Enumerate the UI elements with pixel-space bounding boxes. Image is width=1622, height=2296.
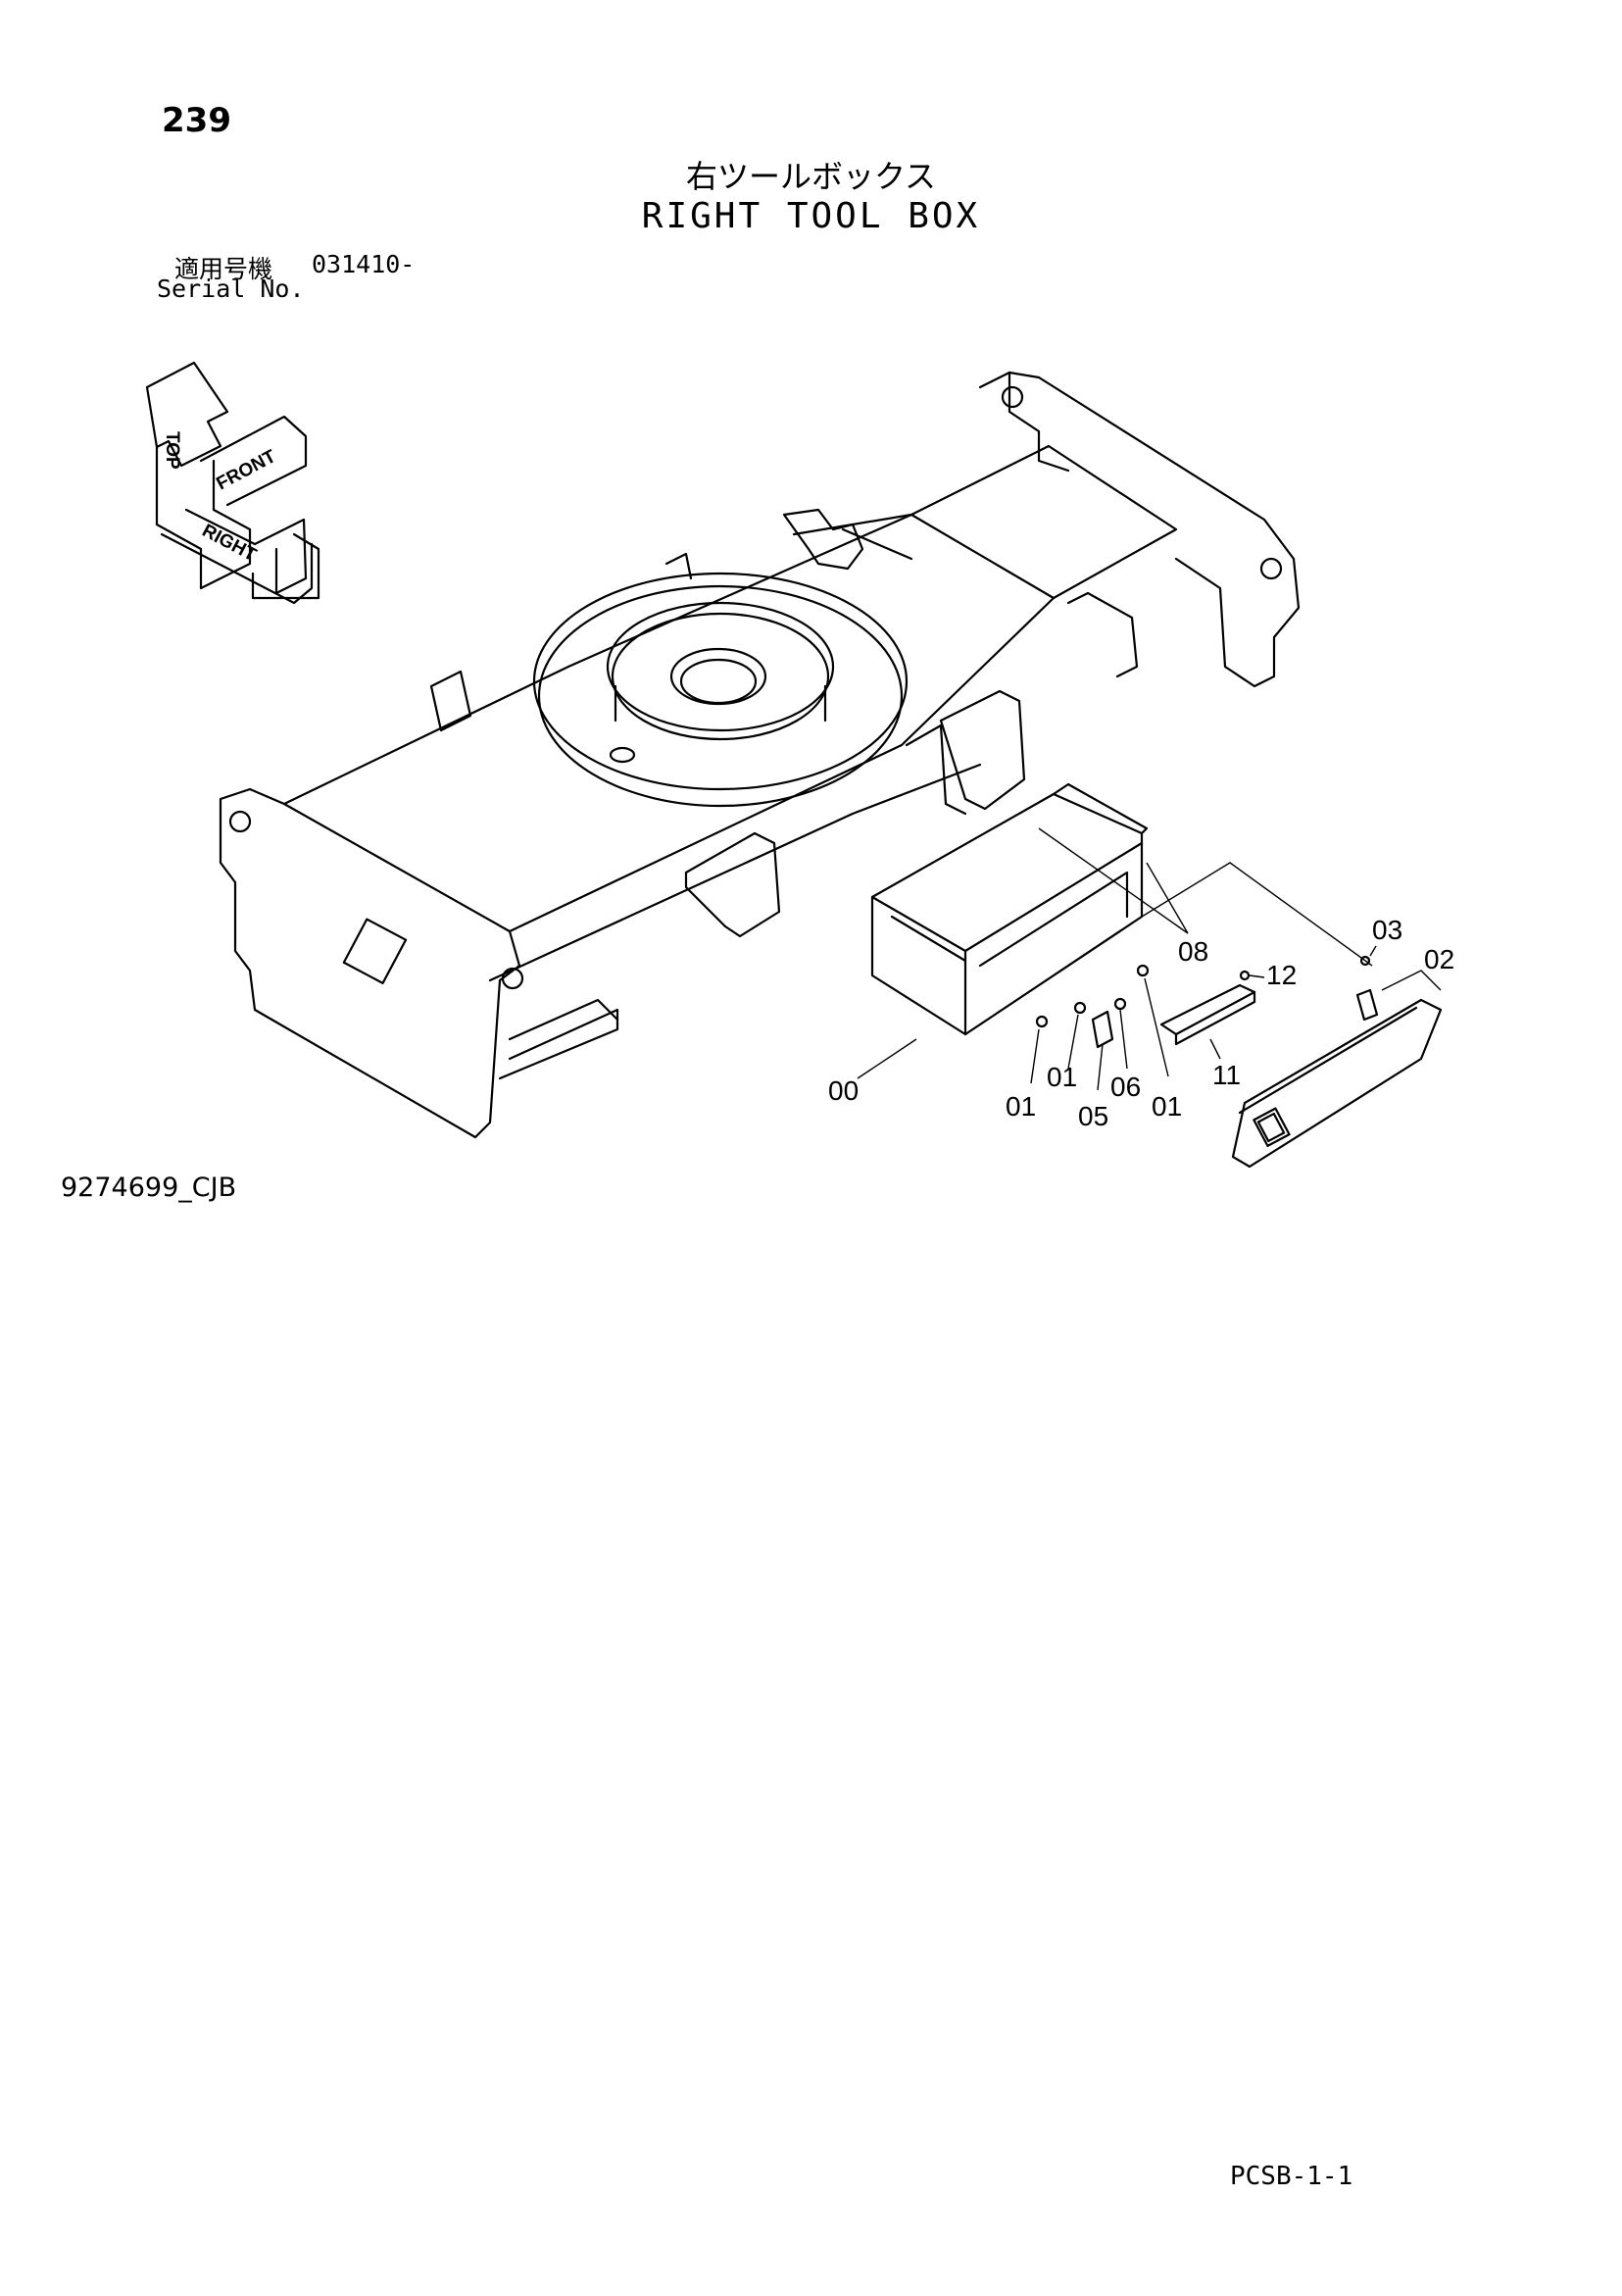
latch-part	[1355, 988, 1379, 1022]
orientation-indicator	[145, 361, 320, 605]
orientation-label-top: TOP	[162, 431, 182, 470]
callout-03: 03	[1372, 915, 1402, 945]
serial-value: 031410-	[312, 250, 416, 278]
callout-00: 00	[828, 1075, 859, 1106]
callout-05: 05	[1078, 1101, 1108, 1131]
rail-part	[1159, 983, 1256, 1046]
tool-box-cover	[1231, 998, 1443, 1169]
serial-label-japanese: 適用号機	[174, 255, 273, 283]
leader-lines	[857, 827, 1442, 1091]
bolt-part	[1113, 997, 1127, 1011]
callout-01: 01	[1152, 1091, 1182, 1122]
callout-08: 08	[1178, 936, 1208, 967]
drawing-code: 9274699_CJB	[61, 1173, 237, 1203]
callout-02: 02	[1424, 944, 1454, 974]
bolt-part	[1073, 1001, 1087, 1015]
callout-12: 12	[1266, 960, 1297, 990]
slewing-ring	[532, 572, 909, 808]
orientation-label-front: FRONT	[213, 446, 279, 494]
frame-outline	[219, 371, 1301, 1139]
tool-box-body	[870, 782, 1149, 1036]
title-english: RIGHT TOOL BOX	[641, 196, 981, 236]
callout-01: 01	[1047, 1062, 1077, 1092]
bolt-part	[1239, 970, 1251, 981]
bolt-part	[1035, 1015, 1049, 1028]
callout-06: 06	[1110, 1072, 1141, 1102]
callout-11: 11	[1212, 1060, 1241, 1090]
serial-label-english: Serial No.	[157, 275, 305, 303]
sheet-code: PCSB-1-1	[1230, 2162, 1353, 2191]
callout-01: 01	[1006, 1091, 1036, 1122]
bolt-part	[1359, 955, 1371, 967]
bracket-part	[1091, 1010, 1114, 1049]
title-japanese: 右ツールボックス	[685, 158, 937, 195]
bolt-part	[1136, 964, 1150, 977]
page-number: 239	[162, 101, 231, 140]
